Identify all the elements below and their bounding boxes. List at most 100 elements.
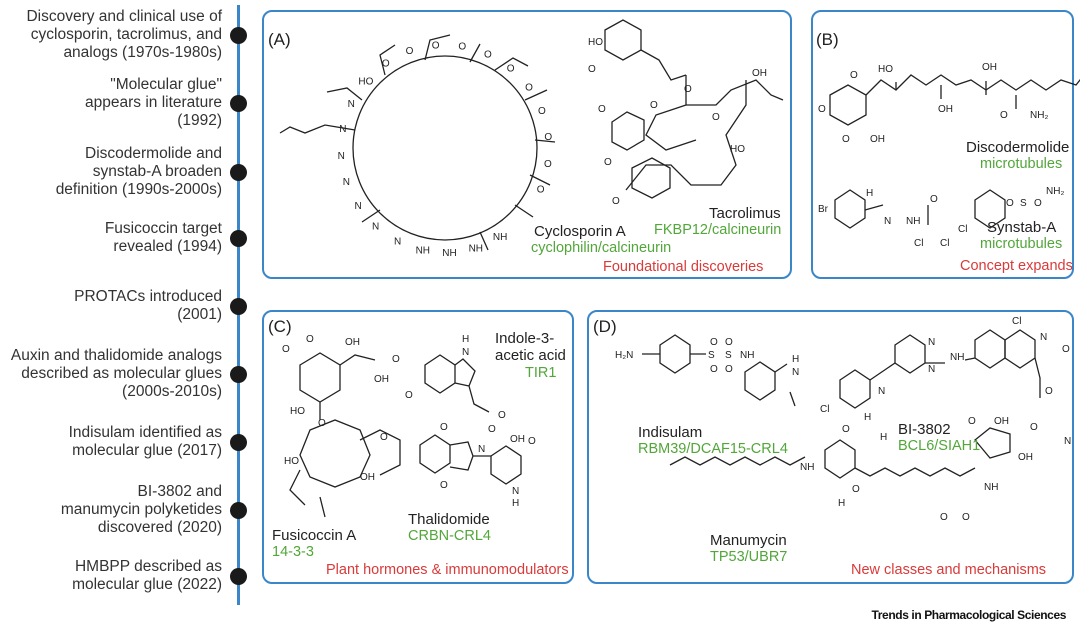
atom-label: NH (469, 243, 483, 254)
atom-label: O (1045, 386, 1053, 397)
timeline-event: HMBPP described as molecular glue (2022) (72, 558, 222, 593)
molecule-target: RBM39/DCAF15-CRL4 (638, 441, 788, 457)
atom-label: O (588, 64, 596, 75)
atom-label: O (544, 159, 552, 170)
atom-label: O (507, 63, 515, 74)
molecule-target: TP53/UBR7 (710, 549, 788, 565)
atom-label: OH (982, 62, 997, 73)
atom-label: O (710, 364, 718, 375)
molecule-name: Cyclosporin A (534, 223, 626, 240)
atom-label: NH₂ (1030, 110, 1048, 121)
atom-label: OH (870, 134, 885, 145)
atom-label: O (684, 84, 692, 95)
atom-label: HO (730, 144, 745, 155)
atom-label: H (462, 334, 469, 345)
timeline-dot (230, 164, 247, 181)
atom-label: NH (800, 462, 814, 473)
molecule-target: FKBP12/calcineurin (654, 222, 782, 238)
molecule-name: Manumycin (710, 532, 787, 549)
atom-label: O (1000, 110, 1008, 121)
atom-label: NH (906, 216, 920, 227)
atom-label: HO (588, 37, 603, 48)
molecule-name: Fusicoccin A (272, 527, 357, 544)
atom-label: OH (994, 416, 1009, 427)
panel-b (811, 10, 1074, 279)
atom-label: Cl (1012, 316, 1021, 327)
atom-label: S (725, 350, 732, 361)
atom-label: O (1062, 344, 1070, 355)
atom-label: H₂N (615, 350, 633, 361)
timeline-event: Discovery and clinical use of cyclospori… (26, 8, 222, 61)
timeline-event: Auxin and thalidomide analogs described … (10, 347, 222, 400)
molecule-name: Thalidomide (408, 511, 490, 528)
atom-label: O (306, 334, 314, 345)
timeline-event: Discodermolide and synstab-A broaden def… (55, 145, 222, 198)
atom-label: N (462, 347, 469, 358)
timeline-event: BI-3802 and manumycin polyketides discov… (60, 483, 222, 536)
atom-label: OH (1018, 452, 1033, 463)
atom-label: Cl (820, 404, 829, 415)
atom-label: NH (416, 246, 430, 257)
panel-a (262, 10, 792, 279)
timeline-event: "Molecular glue" appears in literature (… (85, 76, 222, 129)
panel-c-label: (C) (268, 317, 292, 336)
atom-label: O (842, 134, 850, 145)
atom-label: OH (374, 374, 389, 385)
atom-label: Cl (958, 224, 967, 235)
panel-footer: Plant hormones & immunomodulators (326, 562, 569, 578)
atom-label: HO (878, 64, 893, 75)
atom-label: O (850, 70, 858, 81)
atom-label: N (394, 237, 401, 248)
molecule-target: BCL6/SIAH1 (898, 438, 981, 454)
atom-label: N (1064, 436, 1071, 447)
molecule-target: CRBN-CRL4 (408, 528, 491, 544)
molecule-name: Indisulam (638, 424, 703, 441)
atom-label: O (1030, 422, 1038, 433)
atom-label: O (968, 416, 976, 427)
molecule-name: Discodermolide (966, 139, 1070, 156)
atom-label: N (338, 151, 345, 162)
panel-footer: Foundational discoveries (603, 259, 764, 275)
atom-label: N (478, 444, 485, 455)
atom-label: O (598, 104, 606, 115)
atom-label: O (440, 422, 448, 433)
molecule-name: Indole-3- acetic acid (495, 330, 566, 364)
timeline-dot (230, 366, 247, 383)
panel-d-label: (D) (593, 317, 617, 336)
atom-label: OH (345, 337, 360, 348)
atom-label: NH₂ (1046, 186, 1064, 197)
atom-label: NH (740, 350, 754, 361)
atom-label: H (792, 354, 799, 365)
atom-label: O (432, 40, 440, 51)
atom-label: O (544, 132, 552, 143)
atom-label: H (880, 432, 887, 443)
timeline-event: Fusicoccin target revealed (1994) (104, 220, 222, 255)
atom-label: O (537, 185, 545, 196)
atom-label: NH (984, 482, 998, 493)
atom-label: O (405, 390, 413, 401)
atom-label: O (1006, 198, 1014, 209)
atom-label: O (406, 46, 414, 57)
atom-label: N (354, 201, 361, 212)
atom-label: H (512, 498, 519, 509)
timeline-dot (230, 434, 247, 451)
timeline-event: PROTACs introduced (2001) (74, 288, 222, 323)
panel-footer: New classes and mechanisms (851, 562, 1047, 578)
atom-label: H (864, 412, 871, 423)
atom-label: N (792, 367, 799, 378)
atom-label: Cl (914, 238, 923, 249)
molecule-target: cyclophilin/calcineurin (531, 240, 672, 256)
atom-label: O (712, 112, 720, 123)
atom-label: N (339, 124, 346, 135)
molecule-name: Tacrolimus (709, 205, 781, 222)
atom-label: N (372, 222, 379, 233)
atom-label: O (484, 49, 492, 60)
atom-label: N (1040, 332, 1047, 343)
atom-label: N (512, 486, 519, 497)
